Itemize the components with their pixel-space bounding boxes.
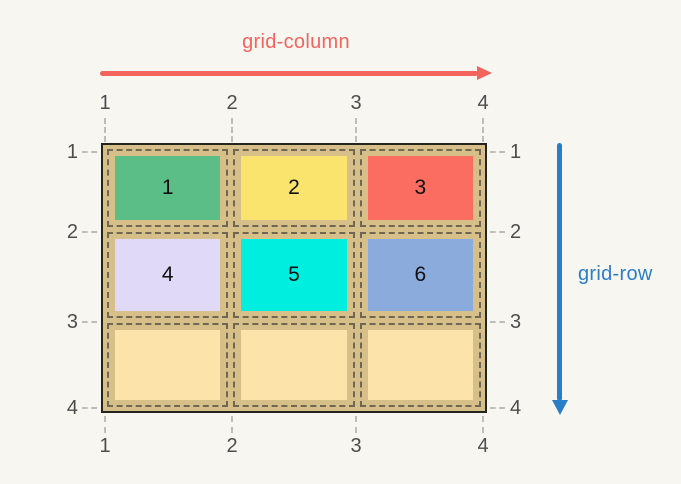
column-line-number-top: 4	[477, 92, 489, 114]
row-line-number-left: 3	[66, 311, 78, 333]
column-line-number-bottom: 4	[477, 435, 489, 457]
grid-cell: 6	[359, 232, 481, 318]
row-line-number-left: 2	[66, 221, 78, 243]
grid-item-6: 6	[367, 239, 473, 311]
row-line-number-right: 2	[510, 221, 522, 243]
grid-cell-empty	[233, 323, 355, 407]
grid-cell: 4	[107, 232, 229, 318]
column-line-number-top: 2	[226, 92, 238, 114]
grid-line-tick	[482, 416, 484, 433]
grid-line-tick	[355, 118, 357, 142]
empty-cell-fill	[367, 330, 473, 400]
grid-line-tick	[82, 407, 97, 409]
column-line-number-bottom: 2	[226, 435, 238, 457]
grid-column-label: grid-column	[242, 31, 350, 53]
column-line-number-top: 3	[350, 92, 362, 114]
column-line-number-bottom: 3	[350, 435, 362, 457]
grid-line-tick	[490, 151, 505, 153]
grid-item-2: 2	[241, 156, 347, 220]
grid-container: 1 2 3 4 5 6	[101, 143, 487, 413]
grid-line-tick	[490, 321, 505, 323]
grid-cell: 3	[359, 149, 481, 227]
grid-cell-empty	[359, 323, 481, 407]
grid-row-arrow-icon	[552, 143, 568, 415]
empty-cell-fill	[241, 330, 347, 400]
arrow-head	[552, 400, 568, 415]
grid-line-tick	[231, 118, 233, 142]
grid-line-tick	[82, 321, 97, 323]
grid-item-4: 4	[115, 239, 221, 311]
grid-line-tick	[482, 118, 484, 142]
arrow-head	[477, 66, 492, 80]
grid-line-tick	[490, 407, 505, 409]
column-line-number-bottom: 1	[99, 435, 111, 457]
arrow-line	[557, 143, 562, 401]
grid-item-3: 3	[367, 156, 473, 220]
grid-row-label: grid-row	[578, 263, 653, 285]
row-line-number-right: 4	[510, 397, 522, 419]
row-line-number-right: 1	[510, 141, 522, 163]
grid-line-tick	[104, 416, 106, 433]
grid-line-tick	[82, 231, 97, 233]
grid-item-1: 1	[115, 156, 221, 220]
grid-cell: 2	[233, 149, 355, 227]
row-line-number-right: 3	[510, 311, 522, 333]
row-line-number-left: 4	[66, 397, 78, 419]
arrow-line	[100, 71, 478, 76]
grid-column-arrow-icon	[100, 66, 492, 80]
column-line-number-top: 1	[99, 92, 111, 114]
grid-line-tick	[490, 231, 505, 233]
grid-cell: 1	[107, 149, 229, 227]
grid-item-5: 5	[241, 239, 347, 311]
grid-line-tick	[231, 416, 233, 433]
grid-line-tick	[82, 151, 97, 153]
grid-line-tick	[104, 118, 106, 142]
grid-cell-empty	[107, 323, 229, 407]
grid-cell: 5	[233, 232, 355, 318]
empty-cell-fill	[115, 330, 221, 400]
row-line-number-left: 1	[66, 141, 78, 163]
grid-line-tick	[355, 416, 357, 433]
